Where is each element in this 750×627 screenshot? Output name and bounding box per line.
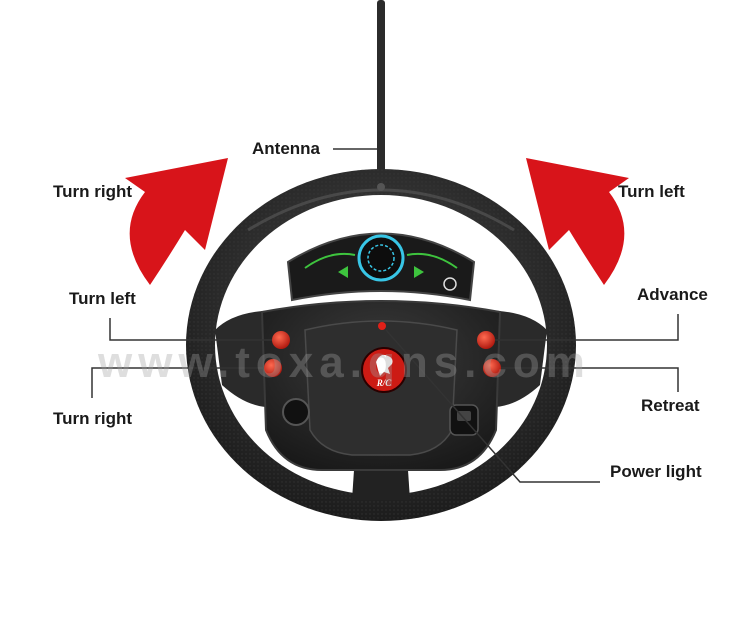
label-arrow-turn-left: Turn left — [618, 182, 685, 201]
turn-right-leader — [91, 367, 264, 398]
watermark: www.toxa.qns.com — [98, 338, 591, 387]
advance-button[interactable] — [477, 331, 495, 349]
retreat-button[interactable] — [483, 359, 501, 377]
dashboard-panel — [286, 232, 476, 302]
hub-emblem: R/C — [361, 347, 407, 393]
power-light-leader — [385, 329, 600, 483]
turn-right-button[interactable] — [264, 359, 282, 377]
label-power-light: Power light — [610, 462, 702, 481]
label-antenna: Antenna — [252, 139, 320, 158]
hub-emblem-text: R/C — [376, 378, 393, 388]
turn-left-leader — [109, 318, 272, 341]
leader-lines — [91, 148, 679, 483]
prancing-horse-icon — [376, 354, 393, 376]
control-buttons — [264, 331, 501, 377]
label-turn-right: Turn right — [53, 409, 132, 428]
label-retreat: Retreat — [641, 396, 700, 415]
antenna-cable — [377, 0, 385, 195]
power-light-led — [378, 322, 386, 330]
curved-arrow-up-right-icon — [125, 158, 228, 285]
label-arrow-turn-right: Turn right — [53, 182, 132, 201]
label-turn-left: Turn left — [69, 289, 136, 308]
horn-knob[interactable] — [282, 398, 310, 426]
label-advance: Advance — [637, 285, 708, 304]
advance-leader — [495, 314, 679, 341]
turn-left-button[interactable] — [272, 331, 290, 349]
curved-arrow-up-left-icon — [526, 158, 629, 285]
retreat-leader — [501, 367, 679, 392]
